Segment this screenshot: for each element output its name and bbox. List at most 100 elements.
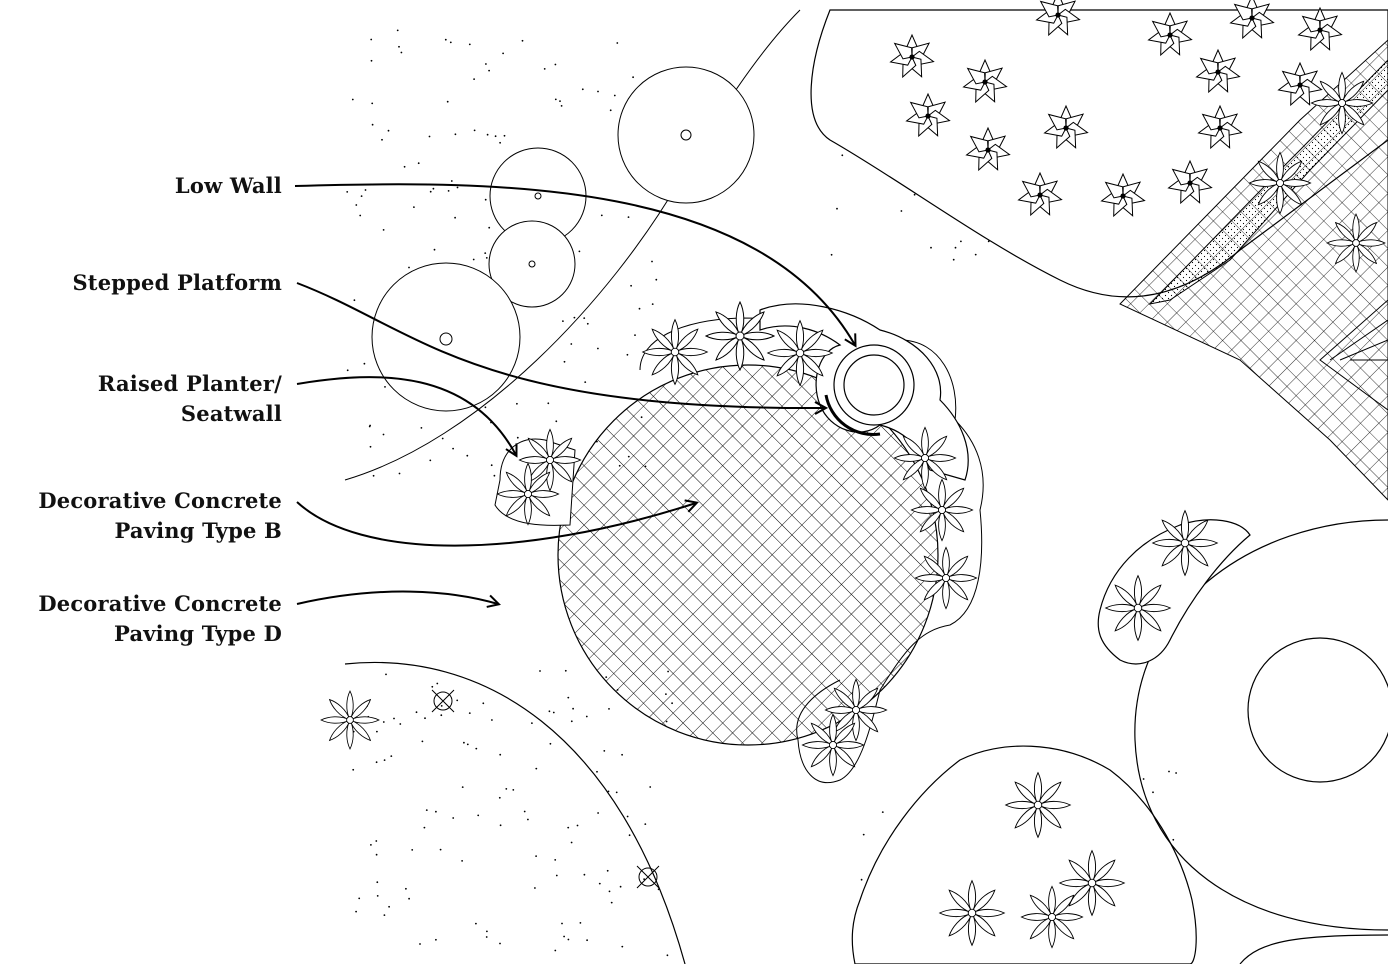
- stipple-dot: [383, 914, 386, 916]
- stipple-dot: [535, 855, 537, 857]
- stipple-dot: [581, 88, 584, 91]
- stipple-dot: [375, 840, 378, 842]
- callout-leaders: [294, 183, 855, 604]
- stipple-dot: [576, 824, 579, 827]
- stipple-dot: [399, 723, 402, 725]
- stipple-dot: [387, 129, 390, 132]
- stipple-dot: [482, 702, 485, 705]
- stipple-dot: [626, 353, 629, 356]
- stipple-dot: [900, 210, 903, 212]
- stipple-dot: [643, 878, 645, 880]
- stipple-dot: [486, 133, 489, 136]
- stipple-dot: [419, 943, 421, 945]
- stipple-dot: [370, 59, 373, 62]
- lawn-arc-bottom-left: [344, 661, 686, 964]
- stipple-dot: [440, 705, 443, 707]
- stipple-dot: [516, 436, 519, 439]
- stipple-dot: [651, 303, 654, 305]
- stipple-dot: [609, 109, 612, 112]
- stipple-dot: [454, 216, 456, 219]
- stipple-dot: [384, 386, 386, 388]
- stipple-dot: [881, 811, 884, 813]
- stipple-dot: [597, 347, 599, 350]
- stipple-dot: [371, 123, 374, 126]
- stipple-dot: [396, 29, 399, 32]
- stipple-dot: [598, 882, 601, 885]
- stipple-dot: [615, 791, 618, 794]
- stipple-dot: [461, 860, 463, 862]
- stipple-dot: [570, 841, 573, 844]
- stipple-dot: [456, 699, 459, 702]
- stipple-dot: [655, 278, 658, 281]
- stipple-dot: [597, 812, 599, 814]
- leader-stepped-platform: [296, 282, 825, 408]
- stipple-dot: [477, 814, 480, 817]
- stipple-dot: [403, 165, 406, 168]
- chevron-feature: [1319, 299, 1388, 411]
- stipple-dot: [472, 258, 475, 261]
- label-paving-type-b: Decorative Concrete Paving Type B: [38, 488, 282, 543]
- stipple-dot: [473, 129, 476, 132]
- stipple-dot: [375, 761, 378, 764]
- stipple-dot: [484, 252, 487, 255]
- stipple-dot: [449, 41, 452, 44]
- stipple-dot: [390, 755, 393, 757]
- stipple-dot: [596, 770, 598, 773]
- planting-island-bottom: [851, 745, 1197, 964]
- central-plaza-paving: [557, 364, 939, 746]
- stipple-dot: [368, 425, 371, 428]
- stipple-dot: [830, 253, 833, 256]
- stipple-dot: [841, 154, 844, 157]
- stipple-dot: [930, 246, 932, 249]
- stipple-dot: [552, 711, 555, 714]
- stipple-dot: [429, 190, 432, 193]
- stipple-dot: [1175, 772, 1177, 774]
- stipple-dot: [554, 949, 557, 952]
- stipple-dot: [913, 193, 916, 196]
- stipple-dot: [608, 708, 610, 710]
- stipple-dot: [626, 815, 629, 818]
- stipple-dot: [428, 135, 431, 138]
- stipple-dot: [493, 474, 496, 477]
- stipple-dot: [499, 753, 502, 756]
- stepped-platform: [759, 303, 969, 481]
- stipple-dot: [381, 138, 383, 141]
- stipple-dot: [364, 189, 367, 191]
- stipple-dot: [603, 750, 606, 752]
- stipple-dot: [440, 714, 443, 717]
- stipple-dot: [461, 786, 464, 788]
- stipple-dot: [432, 187, 435, 190]
- stipple-dot: [554, 63, 557, 66]
- stipple-dot: [355, 910, 357, 913]
- stipple-dot: [619, 885, 622, 888]
- tree-canopies: [371, 66, 755, 412]
- stipple-dot: [502, 52, 504, 55]
- stipple-dot: [561, 922, 563, 925]
- stipple-dot: [638, 307, 641, 310]
- stipple-dot: [494, 135, 497, 138]
- stipple-dot: [485, 257, 488, 259]
- stipple-dot: [531, 722, 533, 724]
- stipple-dot: [491, 719, 493, 721]
- stipple-dot: [606, 869, 609, 872]
- stipple-dot: [475, 747, 478, 750]
- stipple-dot: [485, 936, 488, 938]
- stipple-dot: [393, 717, 395, 720]
- stipple-dot: [473, 78, 475, 80]
- stipple-dot: [429, 459, 432, 462]
- stipple-dot: [488, 69, 490, 72]
- stipple-dot: [385, 673, 387, 676]
- stipple-dot: [468, 712, 471, 714]
- stipple-dot: [376, 881, 379, 884]
- stipple-dot: [608, 890, 611, 893]
- stipple-dot: [621, 945, 624, 948]
- stipple-dot: [562, 320, 564, 322]
- stipple-dot: [621, 753, 623, 756]
- stipple-dot: [415, 711, 418, 714]
- stipple-dot: [468, 43, 471, 46]
- leader-low-wall: [294, 183, 855, 345]
- stipple-dot: [382, 721, 385, 723]
- stipple-dot: [548, 710, 551, 713]
- stipple-dot: [376, 730, 378, 733]
- stipple-dot: [466, 454, 469, 457]
